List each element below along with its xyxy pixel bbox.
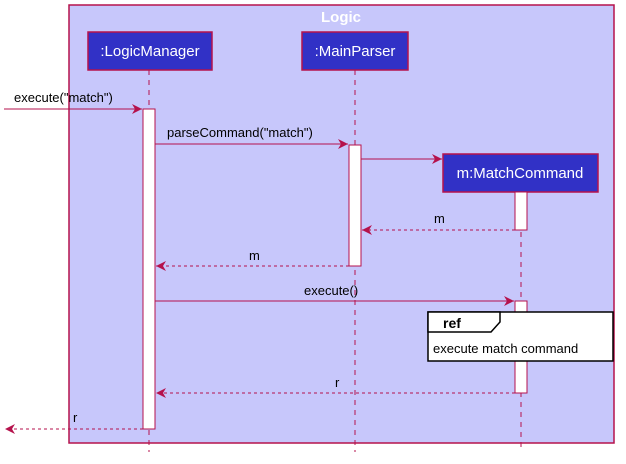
message-label: m (249, 248, 260, 263)
message-label: r (73, 410, 78, 425)
ref-box: ref execute match command (427, 311, 614, 362)
message-return-r-from-command: r (156, 375, 515, 398)
participant-label: :LogicManager (100, 43, 199, 60)
message-execute-call: execute() (155, 283, 514, 306)
activation-main-parser (348, 144, 362, 267)
participant-label: :MainParser (315, 43, 396, 60)
ref-tag-box (427, 311, 501, 333)
message-label: m (434, 211, 445, 226)
message-return-m-from-command: m (362, 211, 515, 235)
participant-logic-manager[interactable]: :LogicManager (87, 31, 213, 71)
participant-label: m:MatchCommand (457, 165, 584, 182)
ref-tag: ref (443, 315, 461, 331)
message-label: execute("match") (14, 90, 113, 105)
participant-main-parser[interactable]: :MainParser (301, 31, 409, 71)
message-return-r-from-manager: r (5, 410, 143, 434)
message-label: r (335, 375, 340, 390)
message-parse-command: parseCommand("match") (155, 125, 348, 149)
participant-match-command[interactable]: m:MatchCommand (442, 153, 599, 193)
message-label: execute() (304, 283, 358, 298)
message-return-m-from-parser: m (156, 248, 349, 271)
message-execute-match: execute("match") (4, 90, 142, 114)
activation-logic-manager (142, 108, 156, 430)
activation-match-command-create (514, 191, 528, 231)
ref-text: execute match command (433, 341, 578, 356)
frame-title: Logic (321, 9, 361, 26)
message-label: parseCommand("match") (167, 125, 313, 140)
